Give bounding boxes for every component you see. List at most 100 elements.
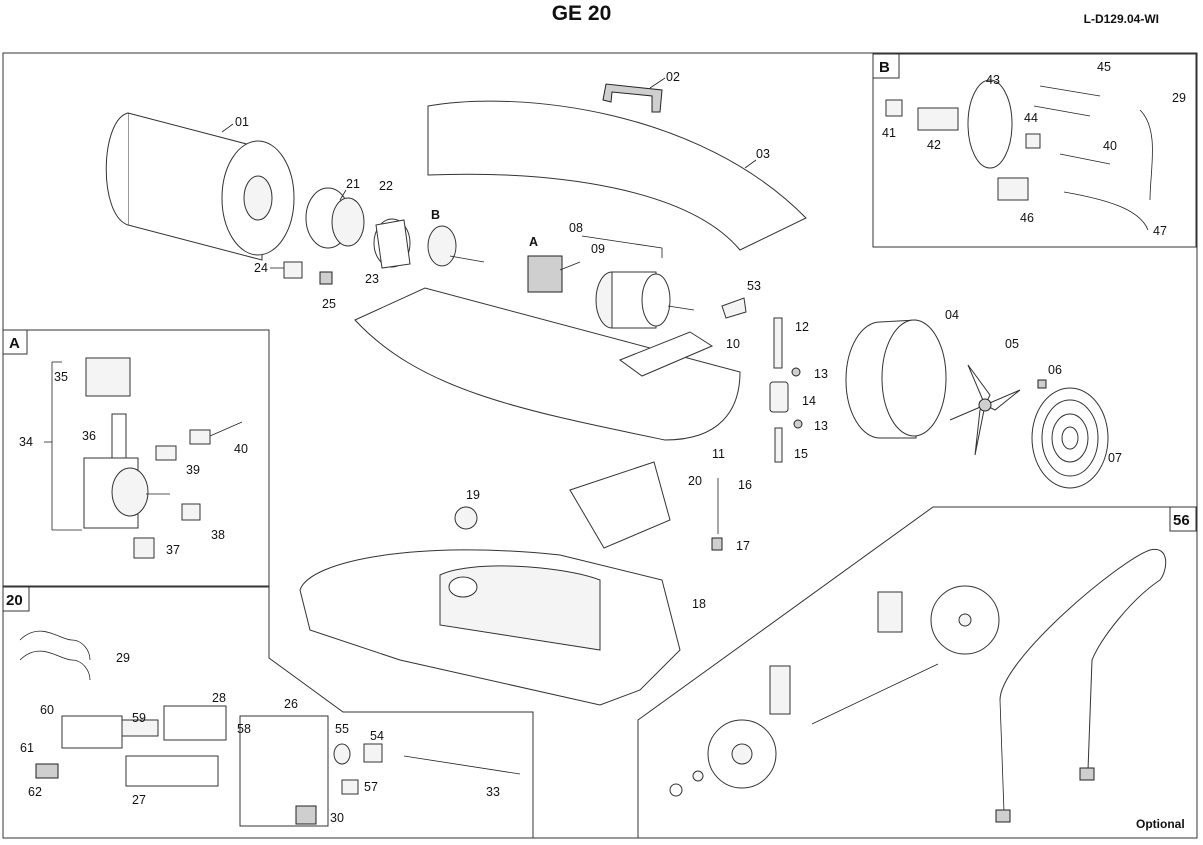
callout-20: 20: [688, 474, 702, 488]
callout-b-41: 41: [882, 126, 896, 140]
callout-11: 11: [712, 447, 725, 461]
callout-b-47: 47: [1153, 224, 1167, 238]
part-07-fan-guard: [1031, 387, 1109, 489]
callout-15: 15: [794, 447, 808, 461]
section-56-parts: [669, 548, 1167, 823]
callout-20-29: 29: [116, 651, 130, 665]
section-a-parts: [51, 357, 243, 559]
callout-20-33: 33: [486, 785, 500, 799]
part-03-upper-shell: [427, 100, 807, 251]
callout-12: 12: [795, 320, 809, 334]
callout-b-42: 42: [927, 138, 941, 152]
callout-a-34: 34: [19, 435, 33, 449]
callout-a-40: 40: [234, 442, 248, 456]
part-24-bracket: [283, 261, 303, 279]
document-reference: L-D129.04-WI: [1083, 12, 1159, 26]
part-05-fan: [949, 364, 1021, 456]
callout-b-46: 46: [1020, 211, 1034, 225]
part-18-fuel-tank: [299, 549, 681, 706]
callout-a-38: 38: [211, 528, 225, 542]
section-20-frame: [3, 586, 534, 838]
part-15-tube: [774, 427, 783, 463]
callout-b-45: 45: [1097, 60, 1111, 74]
callout-07: 07: [1108, 451, 1122, 465]
part-21-burner-head: [305, 187, 365, 249]
callout-22: 22: [379, 179, 393, 193]
callout-20-27: 27: [132, 793, 146, 807]
callout-b-44: 44: [1024, 111, 1038, 125]
section-b-tag-box: [872, 53, 900, 79]
section-b-parts: [885, 79, 1153, 231]
callout-20-58: 58: [237, 722, 251, 736]
callout-18: 18: [692, 597, 706, 611]
callout-20-54: 54: [370, 729, 384, 743]
callout-20-30: 30: [330, 811, 344, 825]
part-20-support: [569, 461, 671, 549]
part-a-fuel-pump: [527, 255, 581, 293]
callout-10: 10: [726, 337, 740, 351]
part-01-combustion-chamber: [105, 112, 295, 261]
callout-20-55: 55: [335, 722, 349, 736]
callout-25: 25: [322, 297, 336, 311]
part-11-lower-shell: [354, 287, 741, 441]
callout-a-39: 39: [186, 463, 200, 477]
callout-53: 53: [747, 279, 761, 293]
callout-20-61: 61: [20, 741, 34, 755]
part-06-clip: [1037, 379, 1047, 389]
section-20-parts: [19, 630, 521, 827]
callout-08: 08: [569, 221, 583, 235]
section-a-tag: A: [9, 335, 20, 352]
leader-lines: [44, 77, 757, 531]
part-04-fan-housing: [845, 319, 947, 439]
callout-a-36: 36: [82, 429, 96, 443]
callout-13-upper: 13: [814, 367, 828, 381]
callout-20-26: 26: [284, 697, 298, 711]
callout-b-40: 40: [1103, 139, 1117, 153]
callout-20-59: 59: [132, 711, 146, 725]
callout-a: A: [529, 235, 538, 249]
callout-20-62: 62: [28, 785, 42, 799]
callout-05: 05: [1005, 337, 1019, 351]
part-17-fitting: [711, 537, 723, 551]
section-20-tag: 20: [6, 592, 23, 609]
callout-09: 09: [591, 242, 605, 256]
callout-02: 02: [666, 70, 680, 84]
callout-06: 06: [1048, 363, 1062, 377]
callout-a-37: 37: [166, 543, 180, 557]
section-56-tag-box: [1169, 506, 1197, 532]
part-13-clamp-lower: [793, 419, 803, 429]
callout-b-43: 43: [986, 73, 1000, 87]
callout-a-35: 35: [54, 370, 68, 384]
callout-16: 16: [738, 478, 752, 492]
callout-b-29: 29: [1172, 91, 1186, 105]
section-20-tag-box: [2, 586, 30, 612]
part-53-bracket: [721, 297, 747, 319]
callout-20-28: 28: [212, 691, 226, 705]
callout-24: 24: [254, 261, 268, 275]
callout-13-lower: 13: [814, 419, 828, 433]
callout-20-57: 57: [364, 780, 378, 794]
part-25-clip: [319, 271, 333, 285]
part-12-tube: [773, 317, 783, 369]
section-b-frame: [872, 53, 1197, 248]
part-14-filter: [769, 381, 789, 413]
diagram-title: GE 20: [551, 2, 612, 25]
section-b-tag: B: [879, 59, 890, 76]
part-19-fuel-cap: [454, 506, 478, 530]
part-23-ring-body: [375, 219, 411, 269]
part-10-motor-bracket: [618, 331, 714, 377]
part-13-clamp-upper: [791, 367, 801, 377]
section-56-tag: 56: [1173, 512, 1190, 529]
part-09-motor: [595, 271, 695, 329]
section-a-tag-box: [2, 329, 28, 355]
section-a-frame: [2, 329, 270, 587]
callout-14: 14: [802, 394, 816, 408]
callout-20-60: 60: [40, 703, 54, 717]
callout-01: 01: [235, 115, 249, 129]
callout-03: 03: [756, 147, 770, 161]
part-02-handle: [602, 83, 663, 113]
callout-23: 23: [365, 272, 379, 286]
callout-19: 19: [466, 488, 480, 502]
callout-b: B: [431, 208, 440, 222]
